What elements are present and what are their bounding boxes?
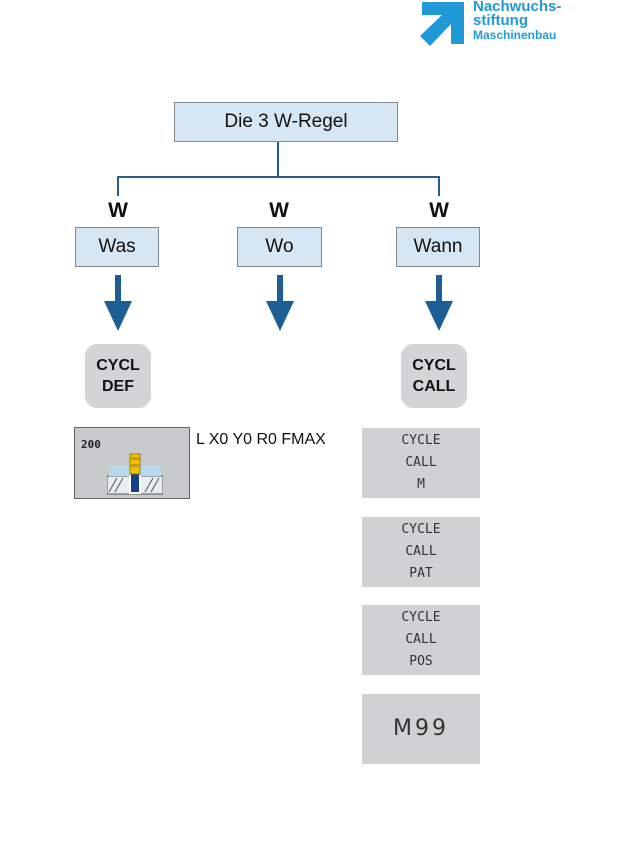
cycle-number: 200: [81, 438, 101, 451]
softkey-line: CYCLE: [401, 433, 441, 448]
root-label: Die 3 W-Regel: [224, 111, 348, 132]
box-was: Was: [75, 227, 159, 267]
drilling-cycle-icon: [107, 453, 163, 495]
logo-text: Nachwuchs- stiftung Maschinenbau: [473, 0, 561, 42]
logo-line-3: Maschinenbau: [473, 28, 557, 42]
cycl-def-key[interactable]: CYCL DEF: [85, 344, 151, 408]
cycle-200-softkey[interactable]: 200: [74, 427, 190, 499]
softkey-line: M99: [393, 716, 449, 741]
box-was-label: Was: [98, 236, 136, 257]
logo-line-2: stiftung: [473, 12, 528, 29]
w-label-wann: W: [429, 199, 449, 222]
w-label-wo: W: [269, 199, 289, 222]
box-wo-label: Wo: [265, 236, 294, 257]
cycle-call-pat-softkey[interactable]: CYCLE CALL PAT: [362, 517, 480, 587]
box-wo: Wo: [237, 227, 322, 267]
position-command-text: L X0 Y0 R0 FMAX: [196, 431, 326, 448]
cycle-call-pos-softkey[interactable]: CYCLE CALL POS: [362, 605, 480, 675]
cycl-call-key-line1: CYCL: [412, 357, 456, 374]
softkey-line: POS: [409, 654, 433, 669]
w-label-was: W: [108, 199, 128, 222]
cycl-def-key-line1: CYCL: [96, 357, 140, 374]
arrow-down-icon: [425, 275, 453, 331]
softkey-line: CALL: [405, 544, 437, 559]
softkey-line: CYCLE: [401, 610, 441, 625]
logo-line-1: Nachwuchs-: [473, 0, 562, 15]
box-wann: Wann: [396, 227, 480, 267]
arrow-down-icon: [266, 275, 294, 331]
softkey-line: CALL: [405, 455, 437, 470]
arrow-down-icon: [104, 275, 132, 331]
softkey-line: M: [417, 477, 425, 492]
cycl-call-key-line2: CALL: [412, 378, 456, 395]
root-box: Die 3 W-Regel: [174, 102, 398, 142]
softkey-line: CYCLE: [401, 522, 441, 537]
cycl-call-key[interactable]: CYCL CALL: [401, 344, 467, 408]
logo-arrow-icon: [420, 2, 464, 46]
softkey-line: CALL: [405, 632, 437, 647]
m99-softkey[interactable]: M99: [362, 694, 480, 764]
box-wann-label: Wann: [413, 236, 463, 257]
softkey-line: PAT: [409, 566, 433, 581]
cycl-def-key-line2: DEF: [102, 378, 134, 395]
cycle-call-m-softkey[interactable]: CYCLE CALL M: [362, 428, 480, 498]
